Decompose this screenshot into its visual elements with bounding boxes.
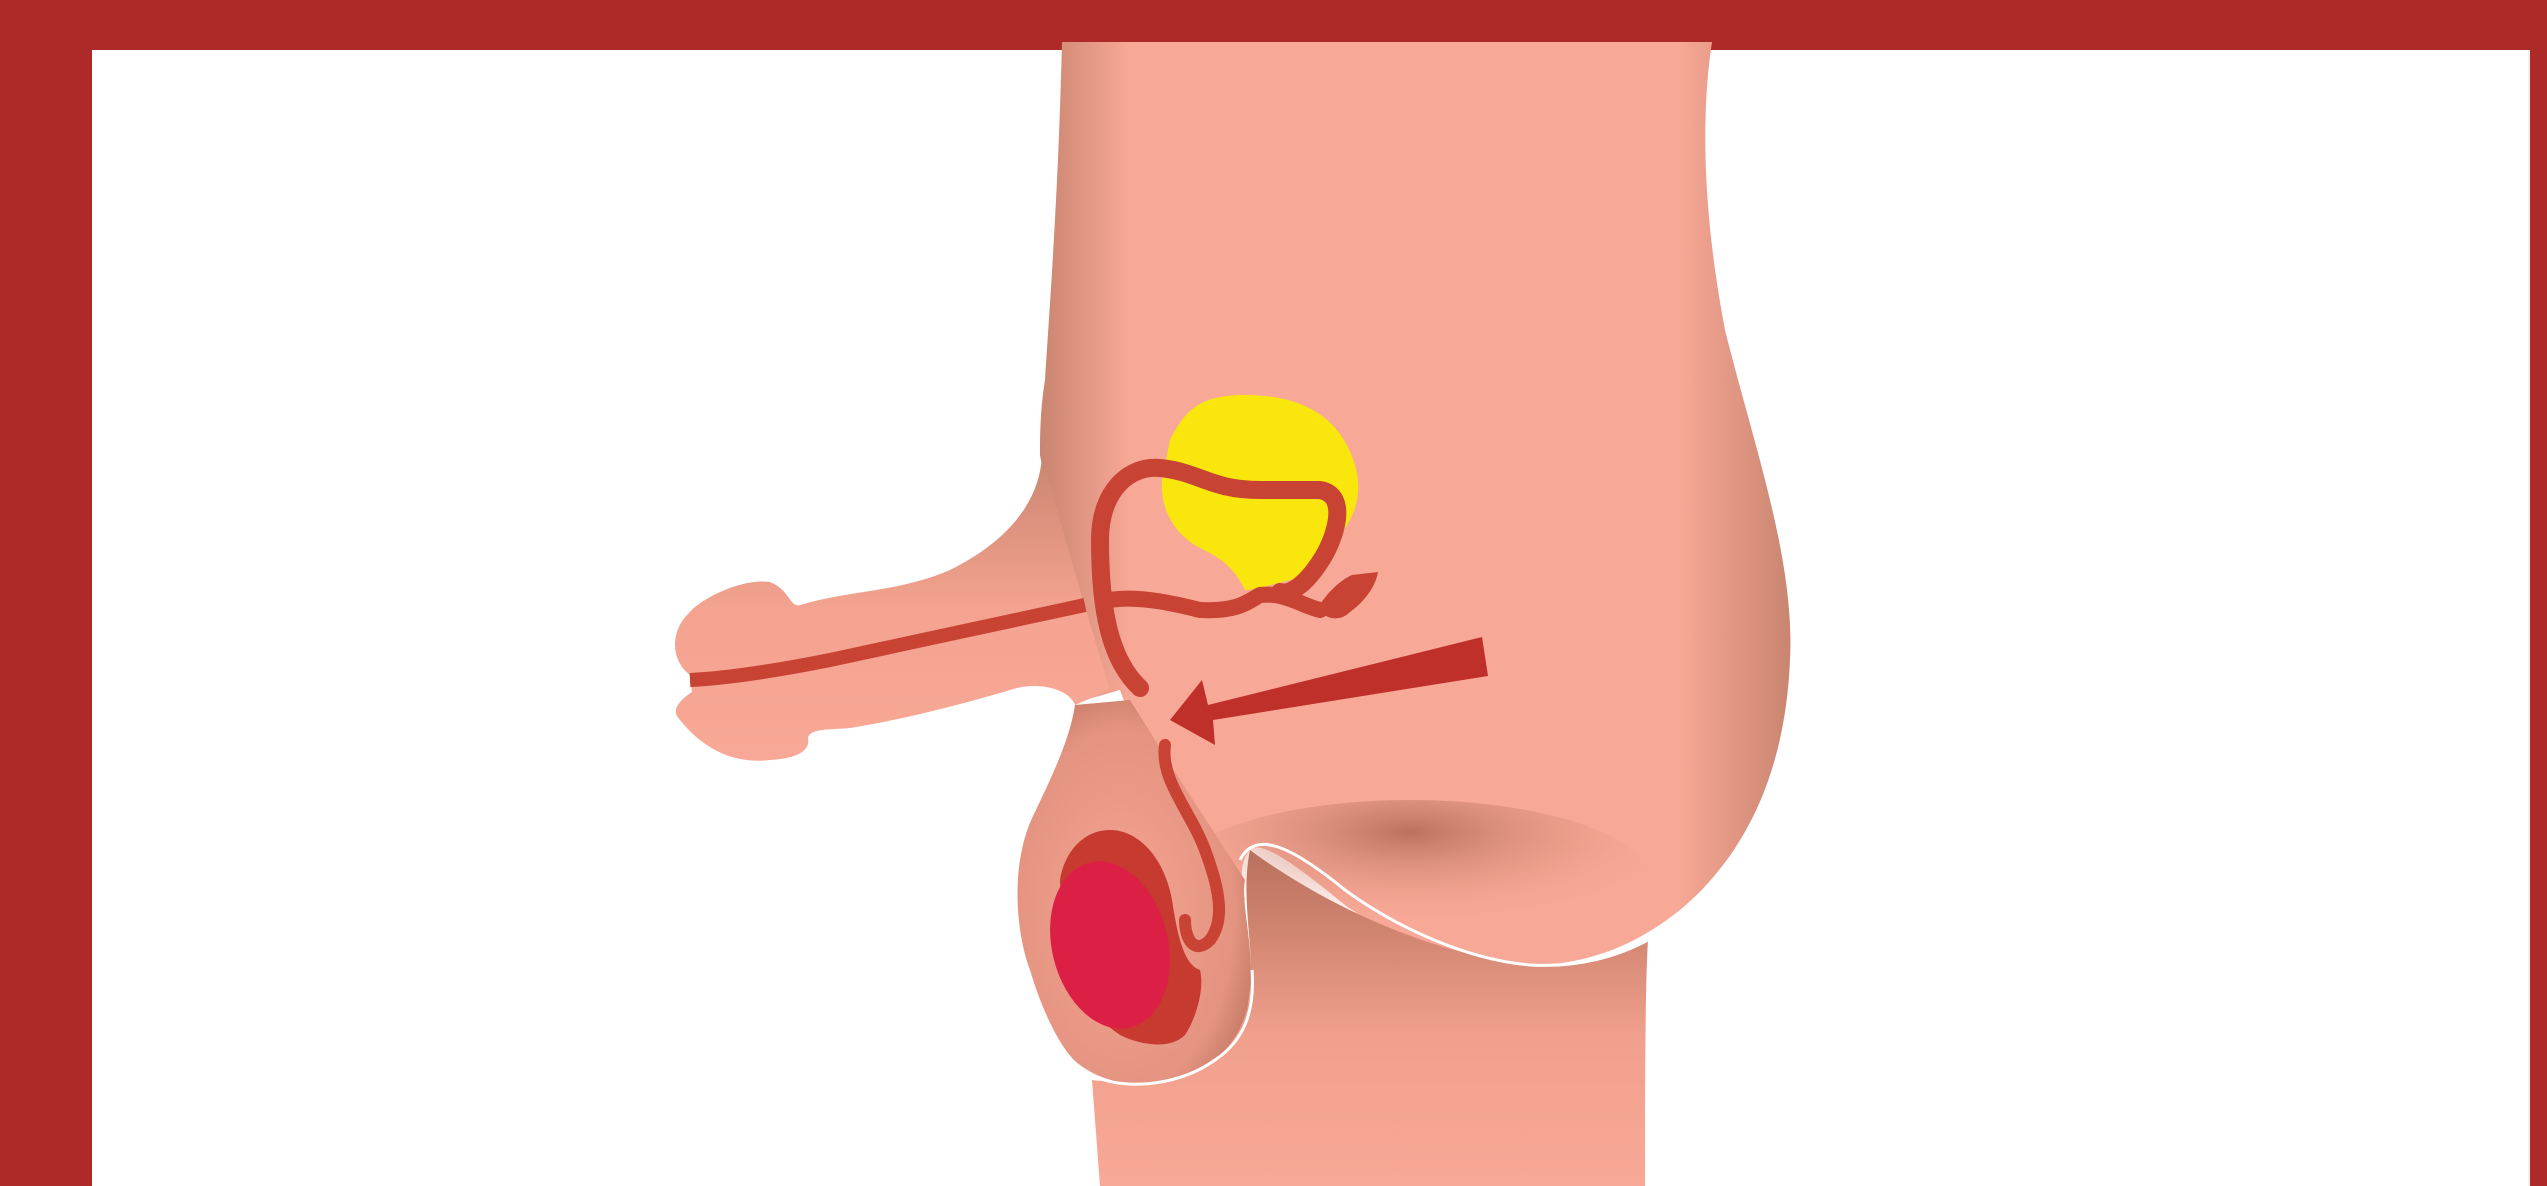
diagram-frame xyxy=(0,0,2547,1186)
anatomy-illustration xyxy=(0,0,2547,1186)
